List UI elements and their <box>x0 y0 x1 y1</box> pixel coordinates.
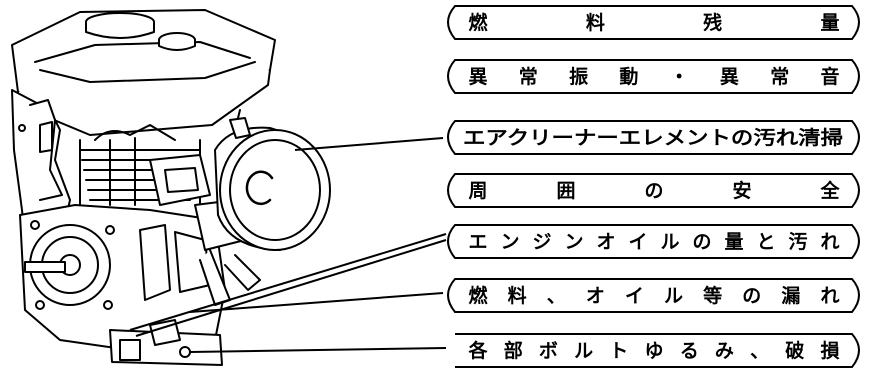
label-char-leaks-5: ル <box>664 285 683 307</box>
label-frame-air-cleaner <box>447 120 860 155</box>
label-char-bolts-6: る <box>680 340 699 362</box>
label-frame-surroundings <box>447 173 860 208</box>
label-char-leaks-8: 漏 <box>781 285 800 307</box>
label-char-bolts-8: 、 <box>750 340 769 362</box>
label-char-fuel-level-1: 料 <box>586 11 605 34</box>
label-char-bolts-5: ゆ <box>644 340 663 362</box>
leader-engine-oil-1 <box>129 233 447 331</box>
label-char-engine-oil-8: 量 <box>724 231 743 253</box>
label-texts: 燃料残量異常振動・異常音エアクリーナーエレメントの汚れ清掃周囲の安全エンジンオイ… <box>463 11 843 362</box>
label-char-surroundings-3: 安 <box>732 179 751 202</box>
label-char-engine-oil-11: れ <box>820 231 839 253</box>
leader-engine-oil-2 <box>135 239 447 337</box>
label-char-engine-oil-2: ジ <box>532 231 551 253</box>
label-char-surroundings-0: 周 <box>468 180 487 202</box>
label-char-engine-oil-7: の <box>692 231 711 253</box>
label-char-surroundings-1: 囲 <box>556 180 575 202</box>
label-char-fuel-level-3: 量 <box>820 12 839 34</box>
label-char-engine-oil-5: イ <box>628 231 647 253</box>
label-char-bolts-4: ト <box>609 340 628 362</box>
label-char-bolts-0: 各 <box>467 339 488 362</box>
label-char-leaks-9: れ <box>820 285 839 307</box>
label-frame-bolts <box>455 333 860 368</box>
label-char-abnormal-3: 動 <box>619 66 638 88</box>
label-char-abnormal-1: 常 <box>519 65 538 88</box>
label-char-bolts-3: ル <box>574 340 593 362</box>
label-text-air-cleaner: エアクリーナーエレメントの汚れ清掃 <box>463 126 843 149</box>
label-char-engine-oil-0: エ <box>468 231 487 253</box>
fuel-tank <box>11 9 276 136</box>
label-char-leaks-0: 燃 <box>468 284 488 307</box>
engine-base <box>109 319 223 366</box>
label-char-engine-oil-3: ン <box>564 231 583 253</box>
label-char-engine-oil-1: ン <box>500 231 519 253</box>
label-char-leaks-4: イ <box>625 285 644 307</box>
leader-air-cleaner <box>294 137 444 151</box>
label-char-bolts-7: み <box>715 340 734 362</box>
leader-leaks <box>189 292 444 313</box>
label-char-abnormal-2: 振 <box>569 65 588 88</box>
label-char-leaks-3: オ <box>586 285 605 307</box>
label-frame-abnormal <box>447 59 860 94</box>
label-char-leaks-2: 、 <box>547 285 566 307</box>
label-char-fuel-level-2: 残 <box>703 11 722 34</box>
label-char-surroundings-4: 全 <box>819 179 840 202</box>
label-char-bolts-1: 部 <box>504 339 523 362</box>
label-frame-engine-oil <box>447 224 860 259</box>
label-char-fuel-level-0: 燃 <box>468 11 488 34</box>
label-char-engine-oil-6: ル <box>660 231 679 253</box>
label-char-abnormal-4: ・ <box>670 66 689 88</box>
label-char-leaks-1: 料 <box>508 284 527 307</box>
label-char-bolts-9: 破 <box>785 340 804 362</box>
air-cleaner <box>214 109 331 251</box>
label-char-bolts-2: ボ <box>539 340 558 362</box>
label-frame-leaks <box>447 278 860 313</box>
crankcase <box>19 204 226 351</box>
engine-illustration <box>11 9 331 366</box>
label-frame-fuel-level <box>447 5 860 40</box>
label-char-abnormal-6: 常 <box>770 65 789 88</box>
leader-bolts <box>189 347 447 353</box>
label-char-engine-oil-9: と <box>756 231 775 253</box>
label-char-surroundings-2: の <box>644 180 663 202</box>
label-char-abnormal-5: 異 <box>720 66 739 88</box>
leader-lines <box>129 137 447 353</box>
label-char-abnormal-7: 音 <box>820 65 839 88</box>
label-frames <box>447 5 860 368</box>
label-char-leaks-6: 等 <box>702 284 722 307</box>
label-char-engine-oil-4: オ <box>596 231 615 253</box>
label-char-bolts-10: 損 <box>820 340 840 362</box>
label-char-engine-oil-10: 汚 <box>788 231 807 253</box>
recoil-housing <box>11 89 71 246</box>
label-char-abnormal-0: 異 <box>468 66 487 88</box>
label-char-leaks-7: の <box>742 285 761 307</box>
